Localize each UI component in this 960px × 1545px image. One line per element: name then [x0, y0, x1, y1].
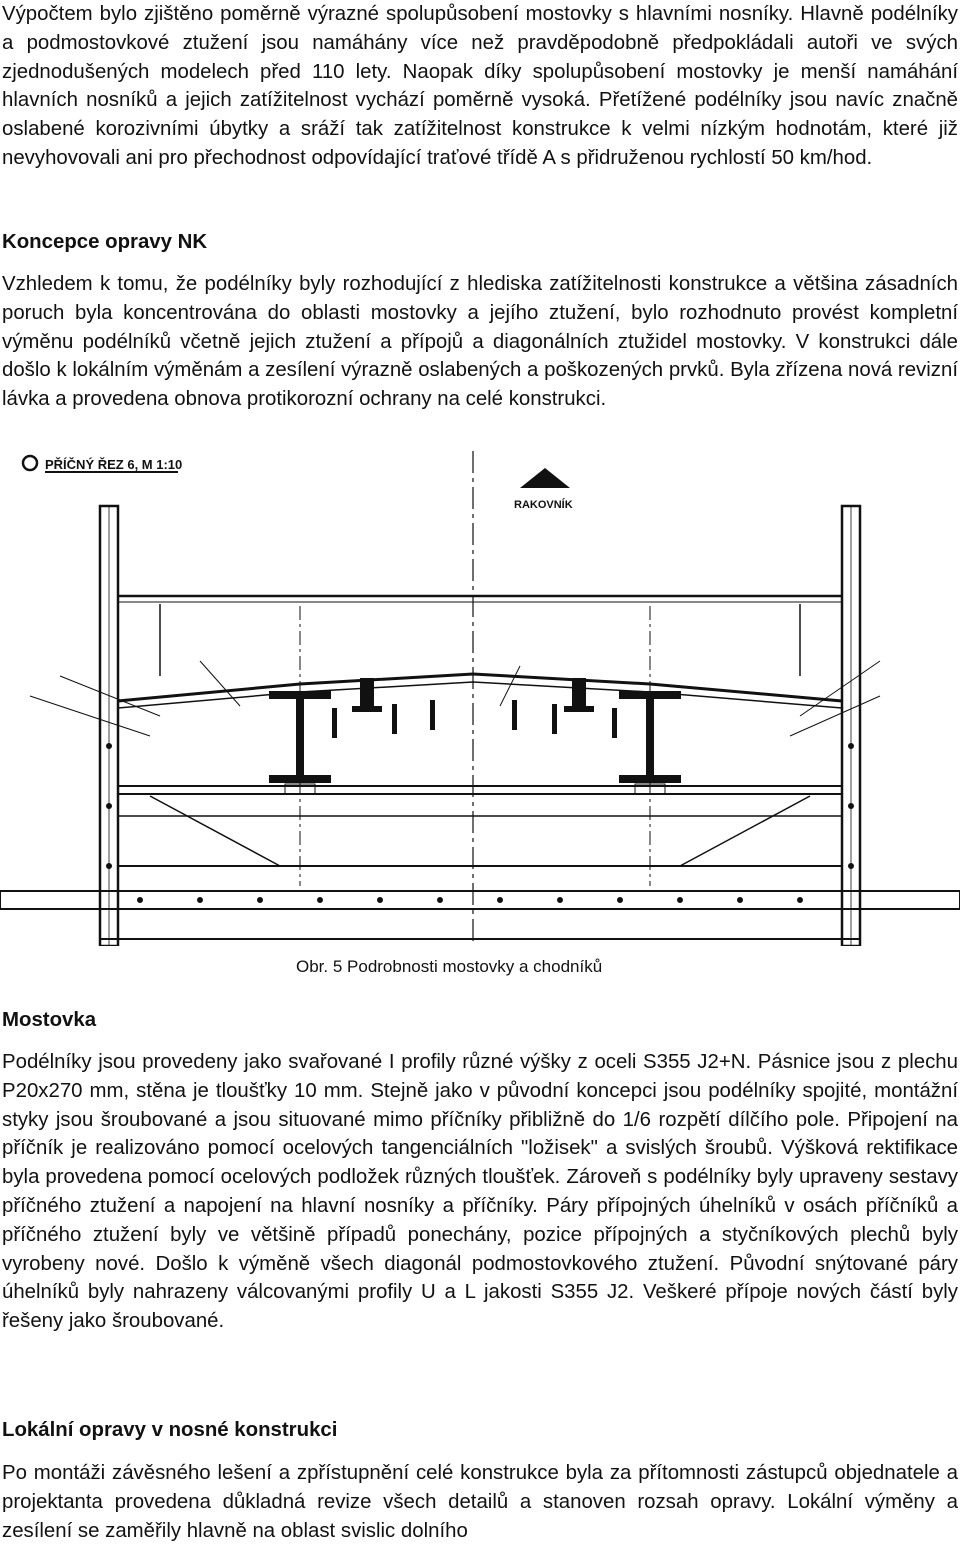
heading-deck: Mostovka [2, 1009, 97, 1031]
paragraph-intro: Výpočtem bylo zjištěno poměrně výrazné s… [2, 3, 958, 169]
paragraph-local-repairs: Po montáži závěsného lešení a zpřístupně… [2, 1462, 958, 1542]
cross-section-drawing: PŘÍČNÝ ŘEZ 6, M 1:10 RAKOVNÍK [0, 446, 960, 948]
direction-label: RAKOVNÍK [514, 498, 573, 511]
drawing-title: PŘÍČNÝ ŘEZ 6, M 1:10 [45, 457, 182, 472]
heading-local-repairs: Lokální opravy v nosné konstrukci [2, 1419, 338, 1441]
heading-concept: Koncepce opravy NK [2, 231, 208, 253]
paragraph-deck: Podélníky jsou provedeny jako svařované … [2, 1051, 958, 1333]
figure-caption: Obr. 5 Podrobnosti mostovky a chodníků [296, 957, 603, 976]
paragraph-concept: Vzhledem k tomu, že podélníky byly rozho… [2, 273, 958, 411]
